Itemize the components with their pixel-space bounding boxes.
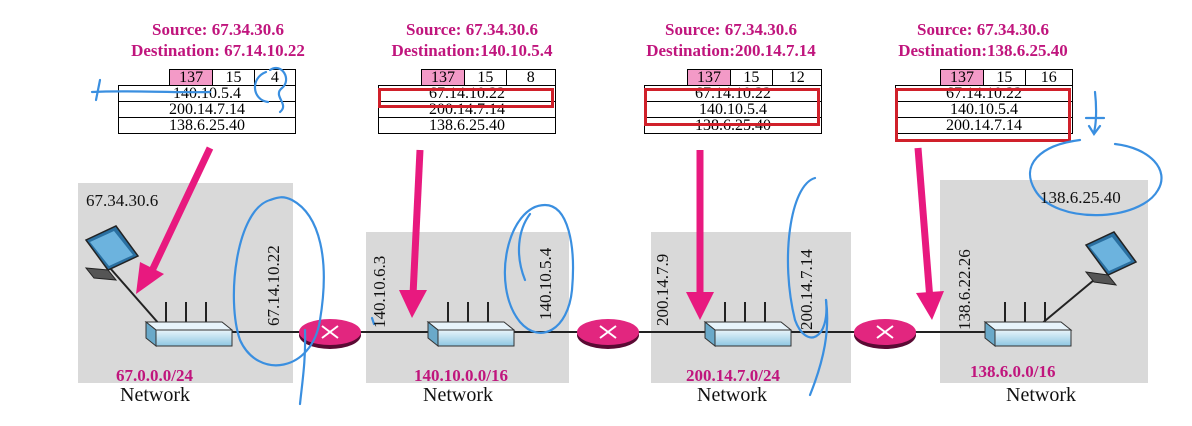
network-2-prefix: 140.10.0.0/16 [414, 366, 508, 385]
network-1-area [78, 183, 293, 383]
option-address-row: 138.6.25.40 [378, 117, 556, 134]
option-length: 15 [983, 69, 1026, 86]
router-4 [983, 302, 1073, 348]
host-2-link [1039, 274, 1101, 326]
panel-2-header: Source: 67.34.30.6 Destination:140.10.5.… [352, 19, 592, 61]
network-4-router-ip: 138.6.22.26 [955, 249, 974, 330]
panel-1-destination: Destination: 67.14.10.22 [131, 41, 305, 60]
panel-3-destination: Destination:200.14.7.14 [646, 41, 816, 60]
option-code: 137 [939, 69, 985, 86]
option-code: 137 [168, 69, 214, 86]
panel-4-source: Source: 67.34.30.6 [917, 20, 1049, 39]
option-header-row: 137 15 12 [645, 69, 823, 86]
network-3-prefix: 200.14.7.0/24 [686, 366, 780, 385]
panel-1-option-table: 137 15 4 140.10.5.4 200.14.7.14 138.6.25… [118, 69, 297, 134]
network-4-label: Network [1006, 384, 1076, 406]
laptop-source-icon [84, 225, 140, 281]
network-3-left-ip: 200.14.7.9 [653, 253, 672, 326]
panel-3-used-address-highlight [644, 88, 820, 126]
panel-1-header: Source: 67.34.30.6 Destination: 67.14.10… [98, 19, 338, 61]
option-address-row: 140.10.5.4 [118, 85, 296, 102]
arrow-1 [136, 146, 214, 294]
panel-1-source: Source: 67.34.30.6 [152, 20, 284, 39]
network-4-prefix: 138.6.0.0/16 [970, 362, 1056, 381]
host-1-link [109, 267, 161, 326]
panel-3-source: Source: 67.34.30.6 [665, 20, 797, 39]
network-1-host-ip: 67.34.30.6 [86, 191, 159, 210]
network-3-area [651, 232, 851, 383]
panel-4-used-address-highlight [895, 88, 1071, 142]
network-4-host-ip: 138.6.25.40 [1040, 188, 1121, 207]
option-address-row: 138.6.25.40 [118, 117, 296, 134]
panel-4-destination: Destination:138.6.25.40 [898, 41, 1068, 60]
link-device-1 [299, 319, 361, 349]
panel-3-header: Source: 67.34.30.6 Destination:200.14.7.… [611, 19, 851, 61]
handwritten-annotations [90, 67, 1163, 406]
router-1 [144, 302, 234, 348]
panel-2-destination: Destination:140.10.5.4 [391, 41, 553, 60]
link-device-2 [577, 319, 639, 349]
router-2 [426, 302, 516, 348]
option-header-row: 137 15 4 [119, 69, 297, 86]
arrow-3 [686, 150, 714, 320]
network-3-label: Network [697, 384, 767, 406]
network-2-left-ip: 140.10.6.3 [370, 255, 389, 328]
network-1-label: Network [120, 384, 190, 406]
network-2-label: Network [423, 384, 493, 406]
router-3 [703, 302, 793, 348]
network-1-router-ip: 67.14.10.22 [264, 245, 283, 326]
arrow-4 [914, 147, 944, 320]
arrow-2 [399, 149, 427, 318]
option-pointer: 12 [771, 69, 823, 86]
laptop-destination-icon [1084, 231, 1138, 286]
network-1-prefix: 67.0.0.0/24 [116, 366, 193, 385]
network-3-right-ip: 200.14.7.14 [797, 249, 816, 330]
link-device-3 [854, 319, 916, 349]
panel-2-source: Source: 67.34.30.6 [406, 20, 538, 39]
network-2-right-ip: 140.10.5.4 [536, 247, 555, 320]
panel-2-used-address-highlight [378, 88, 554, 108]
panel-4-header: Source: 67.34.30.6 Destination:138.6.25.… [863, 19, 1103, 61]
